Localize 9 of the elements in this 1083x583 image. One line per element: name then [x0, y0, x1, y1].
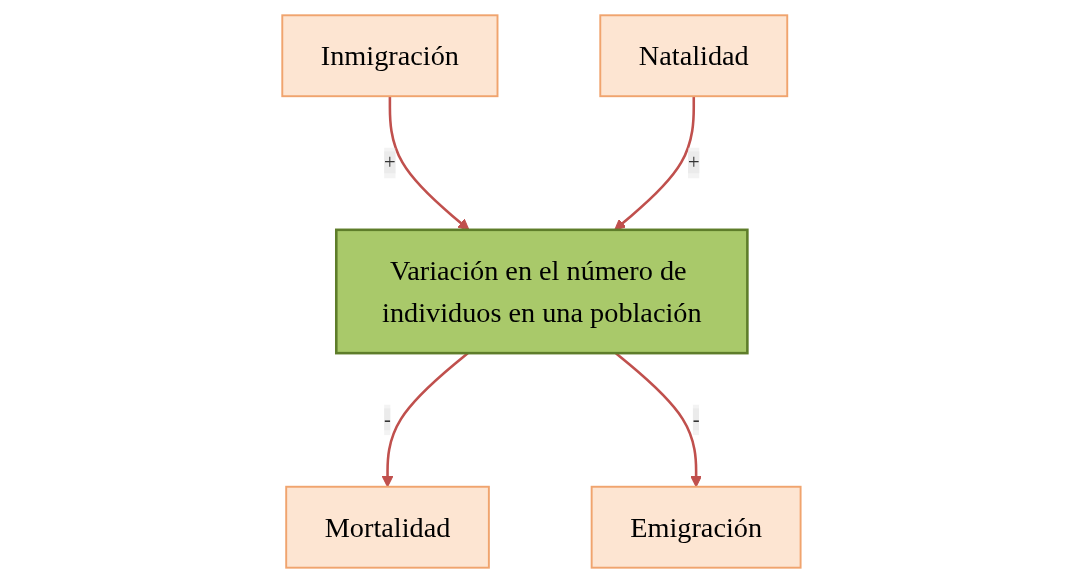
node-box: Inmigración [281, 14, 499, 98]
node-box: Mortalidad [285, 485, 490, 569]
edge-label: + [688, 151, 700, 174]
edge-label: + [384, 151, 396, 174]
node-box: Natalidad [599, 14, 789, 98]
edge-label: - [692, 408, 700, 431]
node-box: Emigración [590, 485, 802, 569]
edge-label: - [384, 408, 392, 431]
node-box: Variación en el número de individuos en una población [335, 228, 749, 355]
